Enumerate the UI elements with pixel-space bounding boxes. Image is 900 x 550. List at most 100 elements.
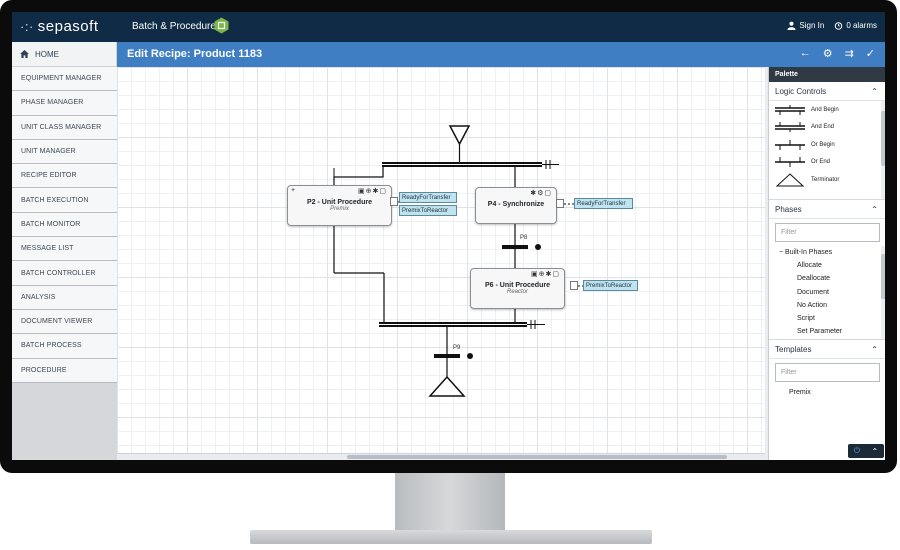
templates-filter-input[interactable]: Filter [775, 363, 880, 382]
phases-tree: − Built-In Phases Allocate Deallocate Do… [769, 246, 885, 339]
templates-header[interactable]: Templates ⌃ [769, 339, 885, 359]
palette-or-begin[interactable]: Or Begin [769, 136, 885, 154]
output-port[interactable] [390, 197, 398, 206]
node-subtitle: Reactor [506, 289, 528, 295]
sidebar-item-unit-class-manager[interactable]: UNIT CLASS MANAGER [12, 115, 117, 140]
top-bar: ·:· sepasoft Batch & Procedure Sign In 0… [12, 12, 885, 42]
alarm-clock-icon [835, 22, 843, 30]
horizontal-scrollbar[interactable] [117, 453, 765, 460]
phase-no-action[interactable]: No Action [797, 301, 827, 309]
monitor-stand-neck [395, 473, 505, 530]
phase-deallocate[interactable]: Deallocate [797, 275, 831, 283]
sidebar-item-procedure[interactable]: PROCEDURE [12, 358, 117, 383]
power-icon[interactable]: ⏻ [853, 446, 861, 455]
vertical-scrollbar[interactable] [765, 67, 768, 460]
sidebar-item-batch-execution[interactable]: BATCH EXECUTION [12, 188, 117, 213]
sidebar: EQUIPMENT MANAGER PHASE MANAGER UNIT CLA… [12, 67, 117, 460]
sidebar-item-document-viewer[interactable]: DOCUMENT VIEWER [12, 309, 117, 335]
section-title: Templates [775, 344, 812, 354]
node-tools-icon[interactable]: ✱⚙▢ [530, 190, 552, 197]
compare-icon[interactable]: ⇉ [844, 48, 854, 60]
output-port[interactable] [556, 199, 564, 208]
phase-script[interactable]: Script [797, 315, 815, 323]
unit-procedure-p2[interactable]: + ▣⊕✱▢ P2 - Unit Procedure Premix [287, 185, 392, 226]
sidebar-item-unit-manager[interactable]: UNIT MANAGER [12, 139, 117, 165]
panel-controls: ⏻ ⌃ [848, 444, 884, 458]
alarms-count: 0 alarms [846, 21, 877, 30]
header-actions: ← ⚙ ⇉ ✓ [800, 47, 875, 60]
or-end-icon [775, 157, 805, 168]
tag-ready-for-transfer[interactable]: ReadyForTransfer [399, 192, 457, 203]
monitor-bezel: ·:· sepasoft Batch & Procedure Sign In 0… [0, 0, 897, 473]
node-title: P4 - Synchronize [487, 201, 545, 208]
tag-premix-to-reactor[interactable]: PremixToReactor [399, 205, 457, 216]
sidebar-item-recipe-editor[interactable]: RECIPE EDITOR [12, 164, 117, 189]
home-button[interactable]: HOME [12, 42, 117, 67]
phase-allocate[interactable]: Allocate [797, 262, 822, 270]
control-label: And End [811, 124, 835, 131]
chevron-up-icon[interactable]: ⌃ [871, 446, 879, 456]
tree-node-label: Built-In Phases [785, 249, 833, 256]
sidebar-item-batch-monitor[interactable]: BATCH MONITOR [12, 212, 117, 238]
logic-controls-list: And Begin And End Or Begin Or End Termin… [769, 101, 885, 199]
recipe-canvas[interactable]: + ▣⊕✱▢ P2 - Unit Procedure Premix ReadyF… [117, 67, 765, 453]
palette-title: Palette [769, 67, 885, 82]
control-label: Or Begin [811, 141, 835, 148]
tree-node-built-in-phases[interactable]: − Built-In Phases [769, 246, 885, 259]
unit-procedure-p6[interactable]: ▣⊕✱▢ P6 - Unit Procedure Reactor [470, 268, 565, 309]
chevron-up-icon[interactable]: ⌃ [871, 86, 878, 96]
synchronize-p4[interactable]: ✱⚙▢ P4 - Synchronize [475, 187, 557, 224]
sepasoft-logo[interactable]: ·:· sepasoft [20, 18, 99, 35]
chevron-up-icon[interactable]: ⌃ [871, 344, 878, 354]
sign-in-link[interactable]: Sign In [787, 21, 824, 30]
transition-label: P8 [520, 235, 528, 241]
node-tools-icon[interactable]: ▣⊕✱▢ [531, 271, 560, 278]
home-label: HOME [35, 49, 59, 59]
sidebar-item-batch-controller[interactable]: BATCH CONTROLLER [12, 261, 117, 286]
sidebar-item-message-list[interactable]: MESSAGE LIST [12, 237, 117, 262]
control-label: Terminator [811, 176, 840, 183]
output-port[interactable] [570, 281, 578, 290]
template-premix[interactable]: Premix [789, 389, 811, 396]
node-tools-icon[interactable]: ▣⊕✱▢ [358, 188, 387, 195]
sidebar-item-equipment-manager[interactable]: EQUIPMENT MANAGER [12, 67, 117, 92]
and-begin-icon [775, 104, 805, 115]
sidebar-item-analysis[interactable]: ANALYSIS [12, 285, 117, 310]
chevron-up-icon[interactable]: ⌃ [871, 204, 878, 214]
check-icon[interactable]: ✓ [865, 48, 875, 60]
back-arrow-icon[interactable]: ← [799, 47, 811, 59]
transition-gear-icons [467, 244, 541, 359]
expand-icon[interactable]: + [291, 187, 296, 194]
begin-terminator-icon [448, 125, 471, 146]
control-label: And Begin [811, 106, 839, 113]
node-title: P2 - Unit Procedure [307, 199, 372, 206]
sidebar-item-batch-process[interactable]: BATCH PROCESS [12, 334, 117, 359]
alarms-link[interactable]: 0 alarms [834, 21, 877, 30]
module-hex-icon [214, 17, 229, 34]
phase-set-parameter[interactable]: Set Parameter [797, 328, 843, 336]
product-name: Batch & Procedure [132, 21, 216, 32]
logic-controls-header[interactable]: Logic Controls ⌃ [769, 82, 885, 101]
phases-scroll-thumb[interactable] [881, 254, 885, 299]
monitor-stand-base [250, 530, 652, 544]
phase-document[interactable]: Document [797, 288, 829, 296]
collapse-icon[interactable]: − [779, 249, 784, 256]
palette-and-end[interactable]: And End [769, 119, 885, 137]
phases-header[interactable]: Phases ⌃ [769, 199, 885, 219]
node-title: P6 - Unit Procedure [485, 282, 550, 289]
gear-icon[interactable]: ⚙ [822, 48, 833, 60]
phases-filter-input[interactable]: Filter [775, 223, 880, 242]
sidebar-item-phase-manager[interactable]: PHASE MANAGER [12, 91, 117, 116]
or-begin-icon [775, 139, 805, 150]
palette-or-end[interactable]: Or End [769, 154, 885, 172]
tag-ready-for-transfer[interactable]: ReadyForTransfer [574, 198, 633, 209]
control-label: Or End [811, 159, 831, 166]
user-icon [787, 21, 796, 30]
logo-mark-icon: ·:· [20, 19, 34, 34]
palette-terminator[interactable]: Terminator [769, 171, 885, 189]
palette-and-begin[interactable]: And Begin [769, 101, 885, 119]
tag-premix-to-reactor[interactable]: PremixToReactor [583, 280, 638, 291]
scroll-thumb[interactable] [347, 455, 727, 459]
logic-scroll-thumb[interactable] [881, 111, 885, 166]
transition-label: P9 [453, 345, 461, 351]
